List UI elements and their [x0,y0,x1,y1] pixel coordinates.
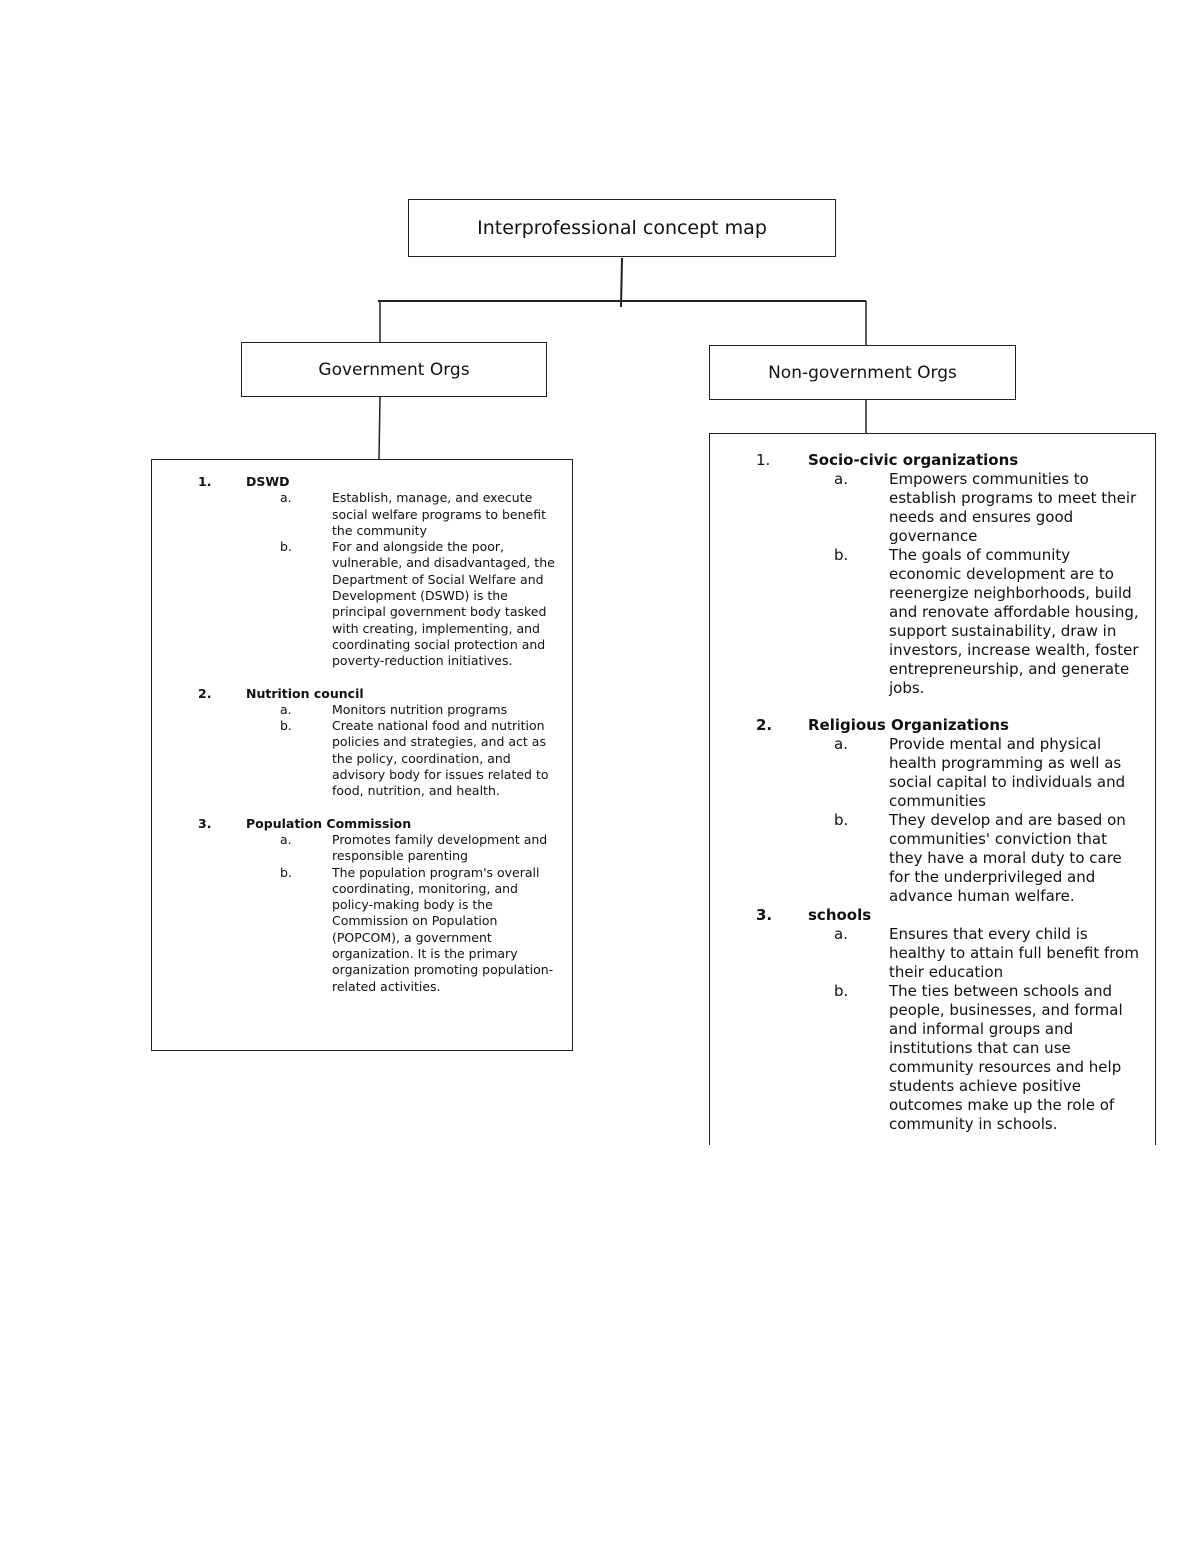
org-sub-item: b. They develop and are based on communi… [710,811,1145,906]
sub-item-letter: a. [834,735,848,753]
org-name: schools [808,906,872,924]
sub-item-text: Establish, manage, and execute social we… [332,490,546,538]
org-sub-item: b. Create national food and nutrition po… [152,718,560,799]
sub-item-text: They develop and are based on communitie… [889,811,1126,905]
org-sub-item: a. Monitors nutrition programs [152,702,560,718]
org-heading: 2. Religious Organizations [710,716,1145,735]
org-heading: 3. schools [710,906,1145,925]
sub-item-text: The ties between schools and people, bus… [889,982,1123,1133]
government-orgs-detail-panel: 1. DSWD a. Establish, manage, and execut… [151,459,573,1051]
org-number: 2. [756,716,773,734]
sub-item-text: The goals of community economic developm… [889,546,1139,697]
org-number: 1. [756,451,771,469]
sub-item-letter: b. [834,982,849,1000]
sub-item-letter: a. [834,470,848,488]
sub-item-letter: b. [280,539,292,555]
sub-item-letter: a. [834,925,848,943]
government-orgs-node: Government Orgs [241,342,547,397]
org-sub-item: a. Establish, manage, and execute social… [152,490,560,539]
sub-item-text: Ensures that every child is healthy to a… [889,925,1139,981]
sub-item-letter: b. [280,864,292,880]
org-sub-item: a. Ensures that every child is healthy t… [710,925,1145,982]
org-sub-item: a. Promotes family development and respo… [152,832,560,865]
org-heading: 1. DSWD [152,474,560,490]
org-entry-nutrition-council: 2. Nutrition council a. Monitors nutriti… [152,686,560,800]
sub-item-text: Promotes family development and responsi… [332,831,548,864]
title-stem-line [620,257,623,308]
government-orgs-label: Government Orgs [318,359,470,380]
org-sub-item: b. The goals of community economic devel… [710,546,1145,698]
sub-item-text: Provide mental and physical health progr… [889,735,1126,810]
sub-item-text: For and alongside the poor, vulnerable, … [332,539,555,669]
concept-map-title-text: Interprofessional concept map [477,217,767,239]
org-number: 1. [198,474,212,489]
non-government-orgs-detail-panel: 1. Socio-civic organizations a. Empowers… [709,433,1156,1145]
sub-item-text: Empowers communities to establish progra… [889,470,1137,545]
concept-map-title: Interprofessional concept map [408,199,836,257]
non-government-orgs-label: Non-government Orgs [768,362,957,383]
sub-item-letter: a. [280,831,292,847]
org-name: Religious Organizations [808,716,1009,734]
sub-item-letter: a. [280,701,292,717]
sub-item-text: The population program's overall coordin… [332,864,554,994]
org-sub-item: b. The population program's overall coor… [152,865,560,995]
org-heading: 3. Population Commission [152,816,560,832]
sub-item-letter: b. [280,718,292,734]
org-sub-item: a. Provide mental and physical health pr… [710,735,1145,811]
org-entry-population-commission: 3. Population Commission a. Promotes fam… [152,816,560,995]
org-heading: 2. Nutrition council [152,686,560,702]
sub-item-text: Create national food and nutrition polic… [332,718,549,799]
org-entry-religious-organizations: 2. Religious Organizations a. Provide me… [710,716,1145,906]
org-heading: 1. Socio-civic organizations [710,451,1145,470]
org-entry-dswd: 1. DSWD a. Establish, manage, and execut… [152,474,560,670]
org-name: Socio-civic organizations [808,451,1019,469]
sub-item-letter: a. [280,490,292,506]
org-name: Nutrition council [246,685,364,701]
org-number: 3. [756,906,773,924]
org-sub-item: b. For and alongside the poor, vulnerabl… [152,539,560,669]
sub-item-text: Monitors nutrition programs [332,701,508,717]
org-entry-schools: 3. schools a. Ensures that every child i… [710,906,1145,1134]
org-entry-socio-civic: 1. Socio-civic organizations a. Empowers… [710,451,1145,698]
sub-item-letter: b. [834,546,849,564]
non-government-orgs-node: Non-government Orgs [709,345,1016,400]
sub-item-letter: b. [834,811,849,829]
org-number: 3. [198,815,212,831]
org-sub-item: a. Empowers communities to establish pro… [710,470,1145,546]
org-number: 2. [198,685,212,701]
gov-detail-line [378,396,381,460]
org-sub-item: b. The ties between schools and people, … [710,982,1145,1134]
org-name: Population Commission [246,815,412,831]
org-name: DSWD [246,474,290,489]
